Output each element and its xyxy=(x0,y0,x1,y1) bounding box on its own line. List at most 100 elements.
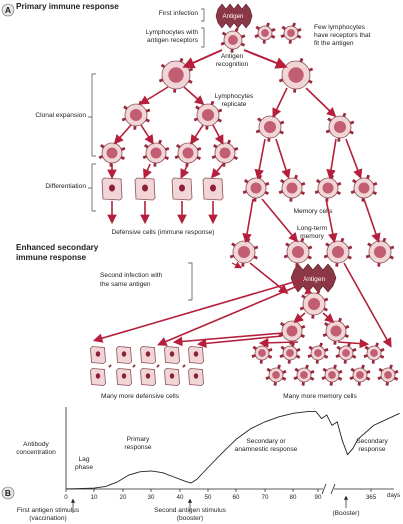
antigen-second-label: Antigen xyxy=(303,276,326,283)
clone-r2 xyxy=(325,112,355,142)
panel-a-badge xyxy=(1,3,15,17)
antigen-top-label: Antigen xyxy=(223,13,245,20)
secondary-defensive-10 xyxy=(188,368,204,386)
x-tick-label: 20 xyxy=(120,494,127,501)
arrow-recognition-right xyxy=(243,49,288,69)
x-tick-label: 90 xyxy=(315,494,322,501)
panel-b-badge xyxy=(1,486,15,500)
arrow-sec-mem-3 xyxy=(343,262,392,348)
ltm-cell-4 xyxy=(365,237,395,267)
antigen-top: Antigen xyxy=(215,3,253,29)
many-memory-label: Many more memory cells xyxy=(283,393,357,400)
clone-l1 xyxy=(121,100,151,130)
clone-l5 xyxy=(174,139,202,167)
secondary-defensive-5 xyxy=(188,346,204,364)
first-infection-label: First infection xyxy=(159,10,199,17)
arrow-sec-def-2 xyxy=(157,284,301,346)
axis-break xyxy=(321,483,336,495)
lag-phase-2: phase xyxy=(75,464,93,471)
lymphocyte-small-2 xyxy=(280,22,302,44)
lymphocyte-recognized xyxy=(220,27,246,53)
x-tick-label: 60 xyxy=(233,494,240,501)
secondary-defensive-3 xyxy=(140,346,156,364)
few-lymphocytes-3: fit the antigen xyxy=(314,40,354,47)
secondary-heading-2: immune response xyxy=(16,253,87,262)
arrow-mem-4 xyxy=(345,138,363,179)
arrow-react-1 xyxy=(293,312,306,324)
x-tick-label: 10 xyxy=(91,494,98,501)
few-lymphocytes-1: Few lymphocytes xyxy=(314,24,366,31)
arrow-sec-def-1 xyxy=(92,278,305,343)
reactivated-cell xyxy=(299,289,329,319)
secondary-response-1: Secondary xyxy=(356,438,388,445)
antigen-recognition-1: Antigen xyxy=(221,53,244,60)
lymphocyte-left xyxy=(158,57,194,93)
first-stimulus-1: First antigen stimulus xyxy=(17,507,80,514)
first-stimulus-2: (vaccination) xyxy=(29,515,66,522)
x-tick-label: 40 xyxy=(177,494,184,501)
secondary-defensive-1 xyxy=(90,346,106,364)
arrow-mem-1 xyxy=(254,138,266,180)
arrow-ltm-2 xyxy=(261,198,299,243)
secondary-memory-1 xyxy=(251,342,273,364)
secondary-defensive-4 xyxy=(164,346,180,364)
arrow-ltm-link xyxy=(231,261,243,269)
arrow-ce-3 xyxy=(272,87,288,118)
secondary-anamnestic-1: Secondary or xyxy=(246,438,286,445)
second-stimulus-1: Second antigen stimulus xyxy=(154,507,227,514)
defensive-cell-2 xyxy=(134,177,156,201)
defensive-cell-3 xyxy=(171,177,193,201)
clone-l2 xyxy=(193,100,223,130)
clone-l6 xyxy=(211,139,239,167)
arrow-ce-6 xyxy=(140,124,154,145)
x-tick-label: 30 xyxy=(148,494,155,501)
spacer-0 xyxy=(108,364,112,368)
differentiation-label: Differentiation xyxy=(45,183,86,190)
memory-cell-4 xyxy=(350,174,378,202)
arrow-diff-4 xyxy=(210,163,224,179)
ylabel-1: Antibody xyxy=(23,441,49,448)
long-term-memory-1: Long-term xyxy=(297,225,328,232)
cell-layer xyxy=(90,22,399,386)
arrow-sec-def-4 xyxy=(196,335,283,349)
antibody-curve xyxy=(65,411,400,490)
ltm-cell-3 xyxy=(323,237,353,267)
replicate-1: Lymphocytes xyxy=(215,93,254,100)
few-lymphocytes-2: have receptors that xyxy=(314,32,371,39)
spacer-1 xyxy=(132,364,136,368)
ltm-cell-2 xyxy=(283,237,313,267)
arrow-ltm-4 xyxy=(363,198,381,244)
secondary-memory-10 xyxy=(377,364,399,386)
primary-heading: Primary immune response xyxy=(16,2,119,11)
secondary-response-2: response xyxy=(358,446,385,453)
defensive-cells-label: Defensive cells (immune response) xyxy=(112,229,215,236)
spacer-3 xyxy=(182,364,186,368)
primary-response-1: Primary xyxy=(127,436,150,443)
secondary-memory-2 xyxy=(279,342,301,364)
secondary-defensive-6 xyxy=(90,368,106,386)
arrow-ce-7 xyxy=(190,124,204,145)
arrow-ltm-to-reactivate xyxy=(249,262,289,295)
arrow-ce-4 xyxy=(305,87,337,118)
x-tick-label: 80 xyxy=(290,494,297,501)
primary-response-2: response xyxy=(124,444,151,451)
secondary-defensive-8 xyxy=(140,368,156,386)
memory-cell-2 xyxy=(278,174,306,202)
arrow-react-2 xyxy=(322,312,335,324)
many-defensive-label: Many more defensive cells xyxy=(101,393,180,400)
arrow-mem-3 xyxy=(326,138,337,180)
arrow-antigen-bind xyxy=(304,287,312,295)
x-tick-label: 70 xyxy=(262,494,269,501)
second-stimulus-2: (booster) xyxy=(177,515,203,522)
secondary-memory-4 xyxy=(335,342,357,364)
secondary-defensive-2 xyxy=(116,346,132,364)
spacer-2 xyxy=(156,364,160,368)
memory-cell-1 xyxy=(242,174,270,202)
arrow-recognition-left xyxy=(182,49,223,69)
secondary-memory-6 xyxy=(265,364,287,386)
lymphocytes-label-2: antigen receptors xyxy=(147,37,199,44)
secondary-memory-8 xyxy=(321,364,343,386)
secondary-memory-5 xyxy=(363,342,385,364)
